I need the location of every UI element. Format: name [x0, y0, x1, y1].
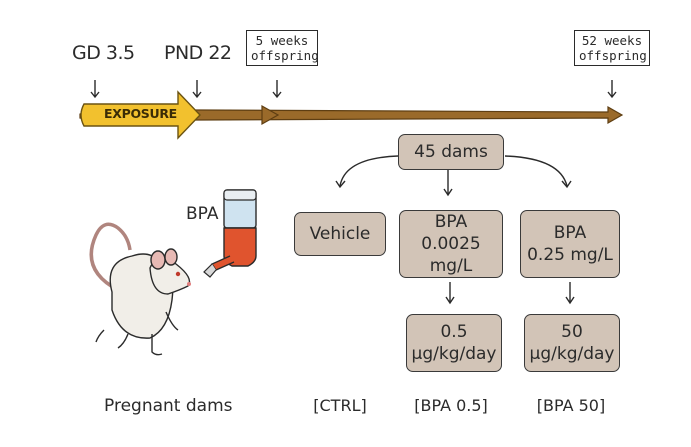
dose-high-value: 50: [561, 322, 583, 342]
exposure-arrow: [80, 90, 201, 140]
dose-low-value: 0.5: [440, 322, 468, 342]
group-bpa-low-line1: BPA: [434, 212, 468, 232]
dose-high-unit: μg/kg/day: [529, 344, 615, 364]
group-bpa-low-line2: 0.0025 mg/L: [421, 234, 481, 276]
dose-box-low: 0.5 μg/kg/day: [406, 314, 502, 372]
group-bpa-high-line2: 0.25 mg/L: [527, 245, 613, 265]
tag-5-weeks-line2: offspring: [251, 48, 319, 63]
dams-label: 45 dams: [414, 142, 488, 162]
group-bpa-high-line1: BPA: [553, 223, 587, 243]
group-code-bpa-high: [BPA 50]: [536, 396, 606, 415]
group-code-bpa-low: [BPA 0.5]: [414, 396, 488, 415]
tag-52-weeks: 52 weeks offspring: [574, 30, 650, 66]
group-box-ctrl: Vehicle: [294, 212, 386, 256]
group-ctrl-line1: Vehicle: [309, 224, 371, 244]
caption-pregnant-dams: Pregnant dams: [104, 396, 233, 416]
tag-52-weeks-line2: offspring: [579, 48, 647, 63]
bottle-label: BPA: [186, 204, 219, 224]
mouse-illustration: [89, 222, 191, 356]
dams-box: 45 dams: [398, 134, 504, 170]
tag-5-weeks-line1: 5 weeks: [255, 33, 309, 48]
tag-5-weeks: 5 weeks offspring: [246, 30, 319, 66]
dose-low-unit: μg/kg/day: [411, 344, 497, 364]
group-box-bpa-high: BPA 0.25 mg/L: [520, 210, 620, 278]
group-code-ctrl: [CTRL]: [313, 396, 367, 415]
timeline-5w-head: [261, 104, 280, 126]
group-box-bpa-low: BPA 0.0025 mg/L: [399, 210, 503, 278]
gd-label: GD 3.5: [72, 42, 135, 64]
dose-box-high: 50 μg/kg/day: [524, 314, 620, 372]
pnd-label: PND 22: [164, 42, 232, 64]
bpa-bottle: [203, 189, 257, 278]
exposure-label: EXPOSURE: [104, 106, 177, 121]
tag-52-weeks-line1: 52 weeks: [581, 33, 643, 48]
branch-arrows: [335, 155, 575, 305]
timeline-markers: [90, 80, 617, 99]
